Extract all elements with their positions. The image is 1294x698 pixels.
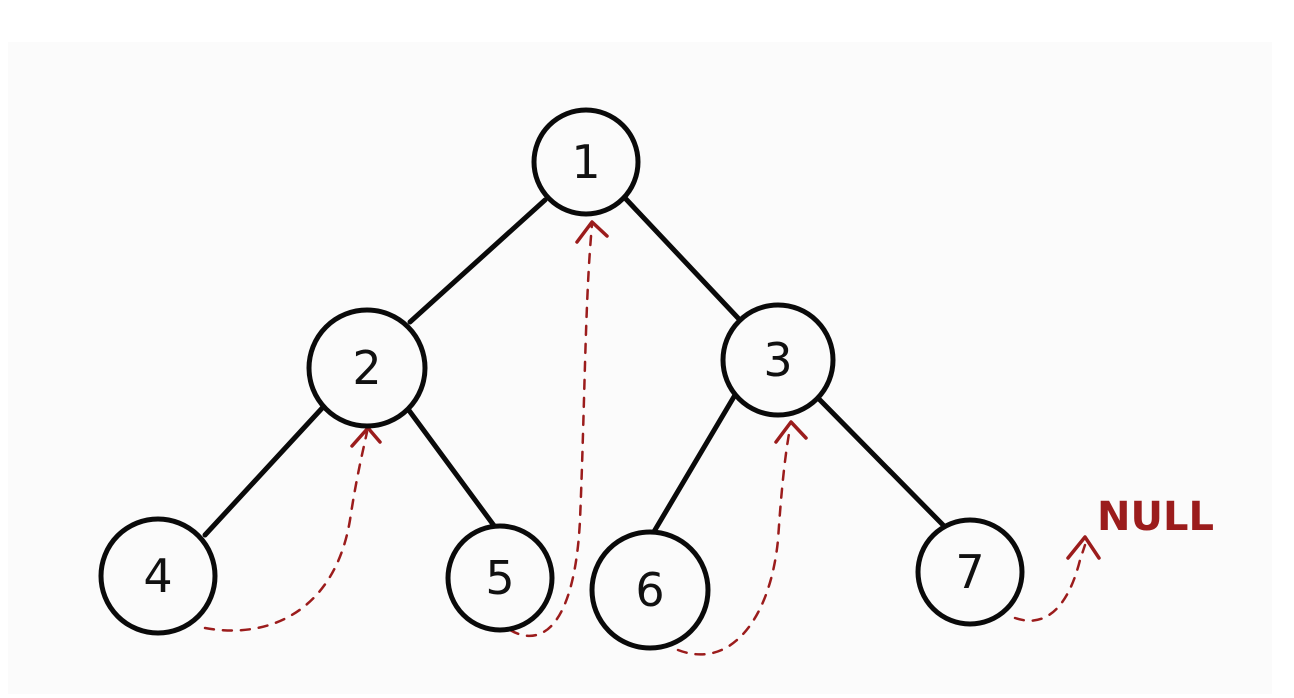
edge-3-7: [815, 395, 948, 530]
node-1: 1: [531, 107, 641, 217]
node-label: 2: [352, 341, 381, 395]
node-label: 3: [763, 333, 792, 387]
tree-nodes: 1 2 3 4 5 6 7: [98, 107, 1025, 651]
edge-1-3: [622, 195, 741, 321]
thread-4-to-2: [203, 426, 382, 632]
node-4: 4: [98, 516, 218, 636]
edge-2-5: [402, 402, 498, 530]
node-label: 6: [635, 563, 664, 617]
node-label: 4: [143, 549, 172, 603]
edge-3-6: [649, 392, 738, 538]
node-7: 7: [915, 517, 1025, 627]
node-label: 1: [571, 135, 600, 189]
tree-edges: [202, 195, 948, 538]
thread-6-to-3: [676, 420, 808, 656]
null-label: NULL: [1097, 494, 1214, 540]
node-2: 2: [306, 307, 428, 429]
arrowhead-icon: [575, 220, 609, 244]
node-6: 6: [589, 529, 711, 651]
node-3: 3: [720, 302, 836, 418]
edge-2-4: [202, 402, 328, 538]
node-label: 5: [485, 551, 514, 605]
edge-1-2: [407, 197, 548, 325]
node-5: 5: [445, 523, 555, 633]
thread-arrows: NULL: [203, 220, 1214, 656]
thread-7-to-null: NULL: [1013, 494, 1214, 622]
arrowhead-icon: [1066, 535, 1101, 560]
arrowhead-icon: [774, 420, 808, 444]
thread-5-to-1: [508, 220, 609, 638]
node-label: 7: [955, 545, 984, 599]
